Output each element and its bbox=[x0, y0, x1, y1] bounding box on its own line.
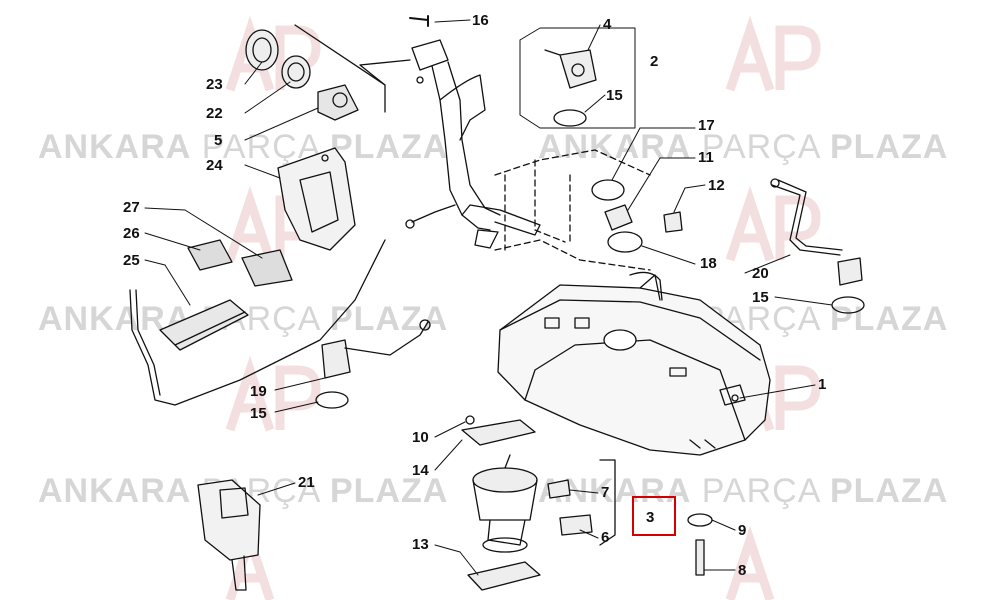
seal-ring-15-right bbox=[831, 296, 865, 314]
callout-1: 1 bbox=[818, 376, 827, 393]
callout-5: 5 bbox=[214, 132, 223, 149]
lock-part-5 bbox=[317, 84, 359, 121]
cap-part-22 bbox=[281, 55, 311, 89]
callout-3: 3 bbox=[646, 509, 655, 526]
highlight-box-part-3 bbox=[632, 496, 676, 536]
callout-13: 13 bbox=[412, 536, 429, 553]
watermark-row-1: ANKARA PARÇA PLAZA bbox=[38, 128, 448, 167]
washer-part-9 bbox=[687, 513, 713, 527]
callout-22: 22 bbox=[206, 105, 223, 122]
watermark-word-parca: PARÇA bbox=[701, 472, 820, 510]
sender-part-19 bbox=[321, 319, 431, 379]
watermark-row-3: ANKARA PARÇA PLAZA bbox=[38, 472, 448, 511]
filter-part-27 bbox=[241, 249, 293, 287]
cap-part-23 bbox=[245, 29, 279, 71]
bolt-part-8 bbox=[695, 539, 705, 576]
pump-assembly-part-3 bbox=[472, 454, 538, 553]
bolt-part-16 bbox=[409, 15, 429, 27]
ap-logo-watermark bbox=[725, 525, 775, 600]
gasket-part-26 bbox=[187, 239, 233, 271]
dashed-brackets bbox=[494, 149, 651, 271]
watermark-word-parca: PARÇA bbox=[201, 128, 320, 166]
clamp-part-17 bbox=[591, 179, 625, 201]
callout-10: 10 bbox=[412, 429, 429, 446]
callout-8: 8 bbox=[738, 562, 747, 579]
watermark-row-3-right: ANKARA PARÇA PLAZA bbox=[538, 472, 948, 511]
leader-lines bbox=[144, 19, 833, 576]
ap-logo-watermark bbox=[725, 185, 821, 262]
callout-7: 7 bbox=[601, 484, 610, 501]
callout-23: 23 bbox=[206, 76, 223, 93]
watermark-word-plaza: PLAZA bbox=[329, 472, 449, 510]
group-bracket-2 bbox=[519, 27, 636, 129]
watermark-word-parca: PARÇA bbox=[701, 128, 820, 166]
callout-25: 25 bbox=[123, 252, 140, 269]
callout-21: 21 bbox=[298, 474, 315, 491]
watermark-word-plaza: PLAZA bbox=[329, 128, 449, 166]
callout-9: 9 bbox=[738, 522, 747, 539]
watermark-word-ankara: ANKARA bbox=[38, 128, 192, 166]
callout-16: 16 bbox=[472, 12, 489, 29]
gasket-part-13 bbox=[467, 561, 541, 591]
callout-12: 12 bbox=[708, 177, 725, 194]
callout-6: 6 bbox=[601, 529, 610, 546]
callout-14: 14 bbox=[412, 462, 429, 479]
sender-part-20 bbox=[770, 178, 863, 286]
callout-19: 19 bbox=[250, 383, 267, 400]
vent-pipe-inner bbox=[135, 289, 161, 396]
callout-15: 15 bbox=[606, 87, 623, 104]
nut-part-10 bbox=[465, 415, 475, 425]
pump-part-4 bbox=[544, 49, 597, 89]
callout-2: 2 bbox=[650, 53, 659, 70]
housing-part-24 bbox=[277, 147, 356, 251]
clamp-part-18 bbox=[607, 231, 643, 253]
seal-ring-15-left bbox=[315, 391, 349, 409]
seal-ring-15-top bbox=[553, 109, 587, 127]
fuel-tank bbox=[497, 271, 771, 456]
ap-logo-watermark bbox=[725, 15, 821, 92]
canister-part-25 bbox=[159, 299, 249, 351]
watermark-word-plaza: PLAZA bbox=[829, 472, 949, 510]
watermark-word-plaza: PLAZA bbox=[829, 300, 949, 338]
callout-18: 18 bbox=[700, 255, 717, 272]
connector-part-7 bbox=[547, 479, 571, 499]
callout-15: 15 bbox=[752, 289, 769, 306]
callout-26: 26 bbox=[123, 225, 140, 242]
hose-part-11 bbox=[604, 204, 633, 231]
callout-4: 4 bbox=[603, 16, 612, 33]
watermark-row-1-right: ANKARA PARÇA PLAZA bbox=[538, 128, 948, 167]
leader-line bbox=[359, 59, 411, 86]
grommet-part-12 bbox=[663, 211, 683, 233]
group-bracket-3 bbox=[599, 459, 616, 546]
bracket-part-21 bbox=[197, 479, 261, 591]
connector-part-6 bbox=[559, 514, 593, 536]
callout-11: 11 bbox=[698, 149, 714, 166]
watermark-word-ankara: ANKARA bbox=[38, 472, 192, 510]
watermark-word-plaza: PLAZA bbox=[829, 128, 949, 166]
callout-17: 17 bbox=[698, 117, 715, 134]
callout-15: 15 bbox=[250, 405, 267, 422]
callout-27: 27 bbox=[123, 199, 140, 216]
vent-pipe bbox=[129, 239, 386, 406]
gasket-part-14 bbox=[461, 419, 536, 446]
filler-neck-assembly bbox=[405, 39, 541, 249]
callout-24: 24 bbox=[206, 157, 223, 174]
callout-20: 20 bbox=[752, 265, 769, 282]
watermark-word-ankara: ANKARA bbox=[538, 128, 692, 166]
